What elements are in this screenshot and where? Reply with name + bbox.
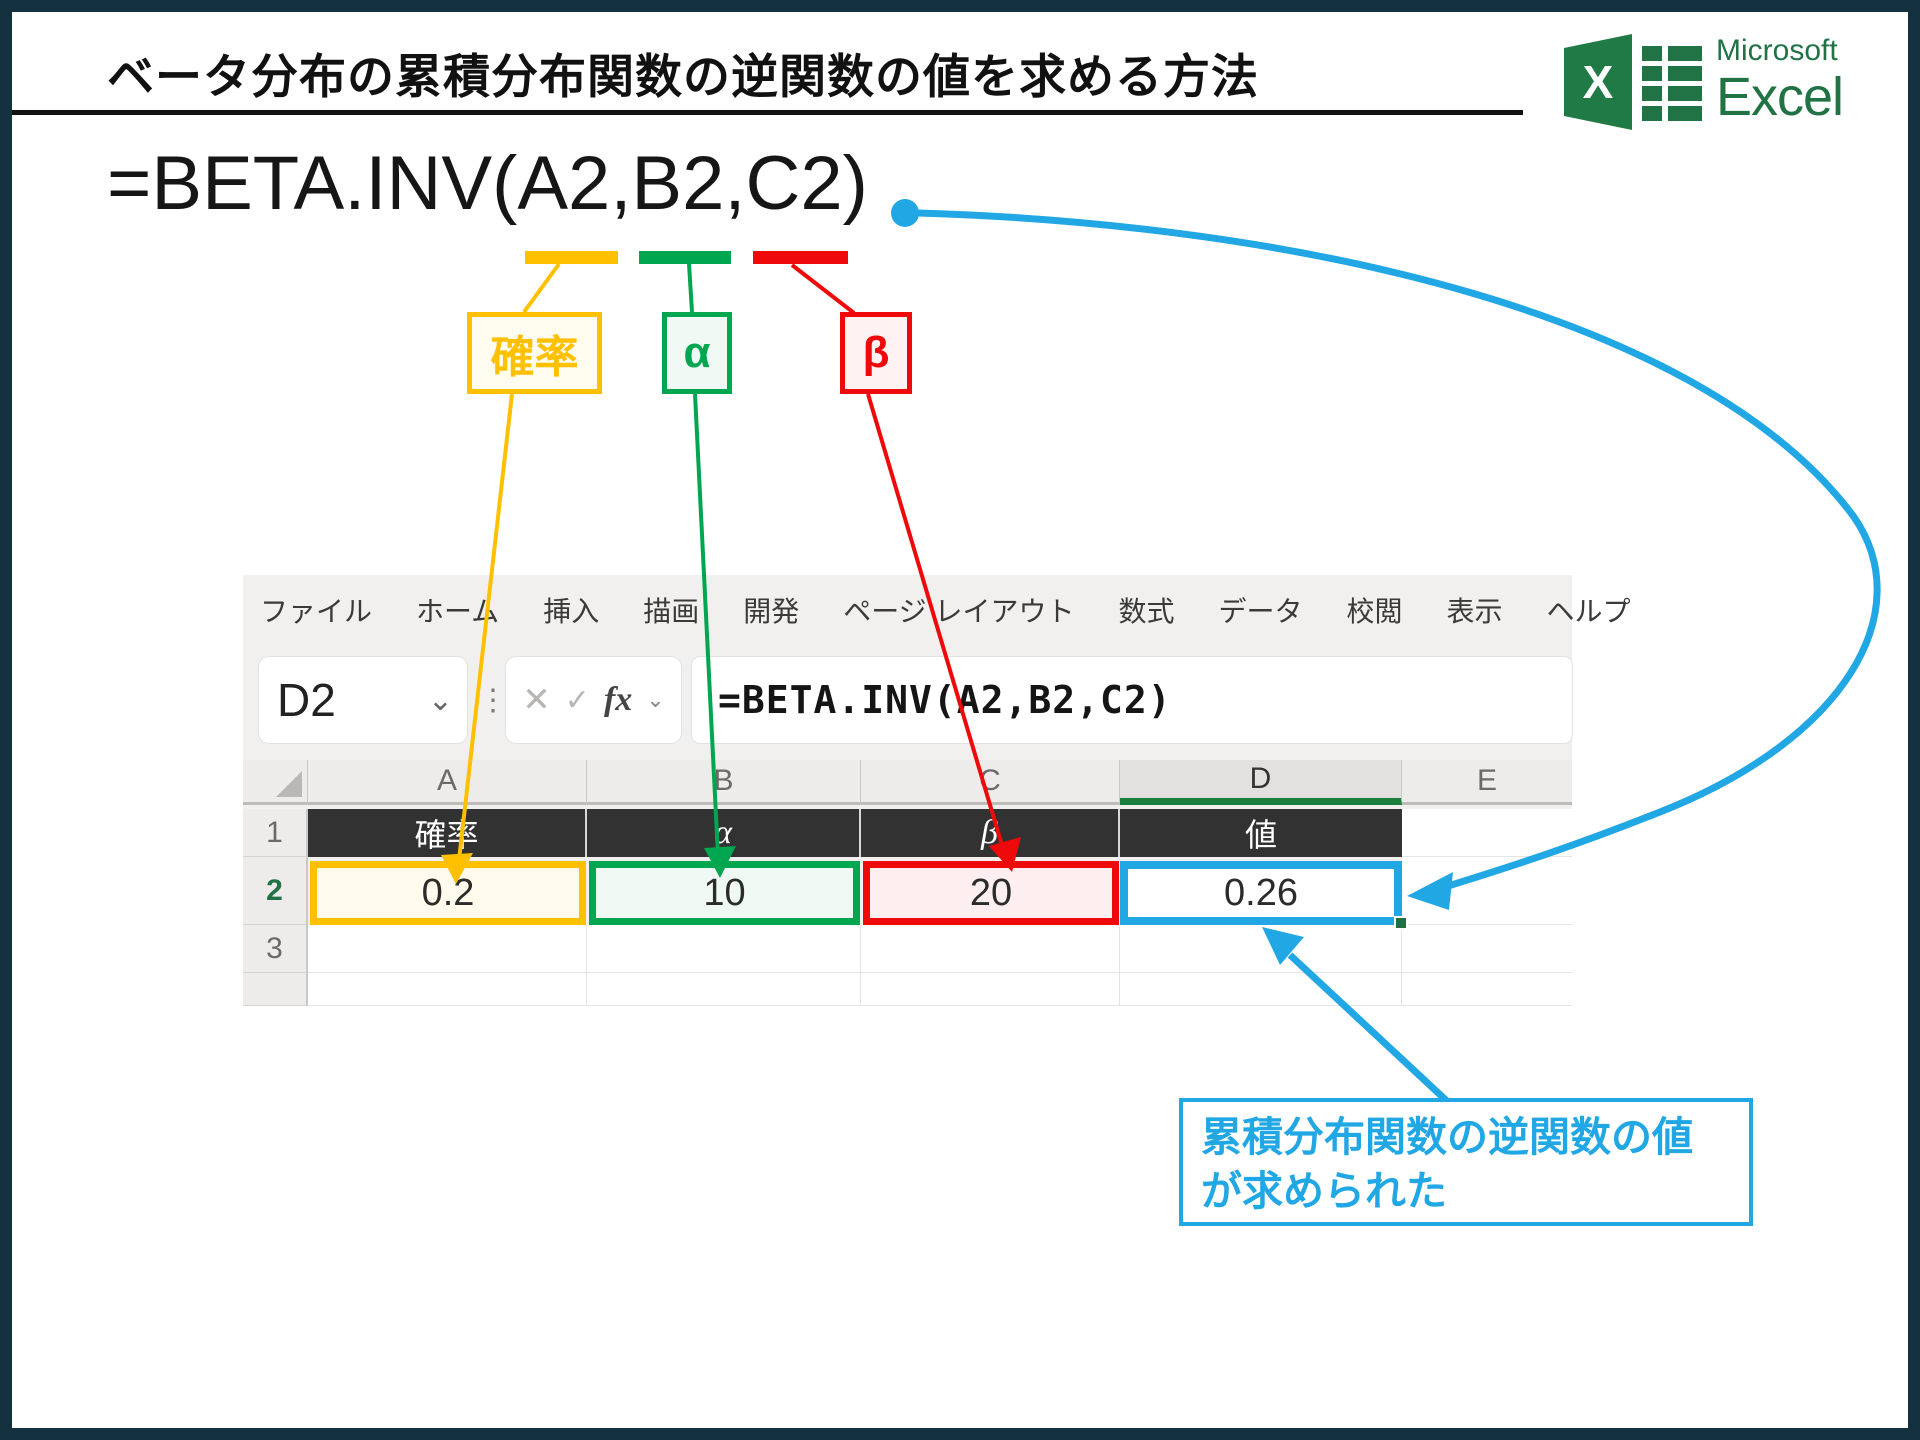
cell-a1[interactable]: 確率 [308, 809, 587, 857]
formula-bar-separator-dots-icon: ⋮ [478, 683, 508, 717]
cell-b4-partial[interactable] [587, 973, 861, 1006]
excel-logo: X Microsoft Excel [1564, 34, 1904, 134]
annotated-formula: =BETA.INV(A2,B2,C2) [107, 141, 868, 226]
title-underline [12, 110, 1523, 115]
callout-line2: が求められた [1201, 1168, 1447, 1215]
cell-b2[interactable]: 10 [589, 861, 860, 925]
cell-c4-partial[interactable] [861, 973, 1120, 1006]
underline-beta [753, 251, 848, 264]
logo-excel: Excel [1716, 67, 1844, 127]
tab-page-layout[interactable]: ページ レイアウト [843, 596, 1075, 627]
formula-bar-text: =BETA.INV(A2,B2,C2) [718, 678, 1172, 722]
label-alpha: α [662, 312, 732, 394]
logo-microsoft: Microsoft [1716, 34, 1838, 67]
chevron-down-icon: ⌄ [427, 683, 453, 717]
enter-icon[interactable]: ✓ [564, 683, 590, 717]
tab-insert[interactable]: 挿入 [543, 596, 600, 627]
tab-developer[interactable]: 開発 [743, 596, 800, 627]
cell-e1[interactable] [1402, 809, 1572, 857]
corner-triangle-icon [276, 771, 302, 797]
cell-b1[interactable]: α [587, 809, 861, 857]
row-header-4-partial[interactable] [243, 973, 308, 1006]
cell-d1[interactable]: 値 [1120, 809, 1402, 857]
excel-logo-icon: X [1564, 34, 1706, 130]
column-header-c[interactable]: C [861, 760, 1120, 805]
cell-c3[interactable] [861, 925, 1120, 973]
tab-home[interactable]: ホーム [416, 596, 500, 627]
cell-e2[interactable] [1402, 857, 1572, 925]
tab-data[interactable]: データ [1218, 596, 1303, 627]
result-callout: 累積分布関数の逆関数の値 が求められた [1179, 1098, 1753, 1226]
tab-file[interactable]: ファイル [260, 596, 373, 627]
excel-logo-text: Microsoft Excel [1716, 34, 1844, 127]
fill-handle[interactable] [1394, 916, 1408, 930]
cell-e3[interactable] [1402, 925, 1572, 973]
tab-formulas[interactable]: 数式 [1118, 596, 1175, 627]
tab-draw[interactable]: 描画 [643, 596, 700, 627]
underline-alpha [639, 251, 731, 264]
tab-view[interactable]: 表示 [1446, 596, 1503, 627]
cancel-icon[interactable]: ✕ [522, 681, 551, 719]
row-header-2[interactable]: 2 [243, 857, 308, 925]
tab-review[interactable]: 校閲 [1346, 596, 1403, 627]
cell-a2[interactable]: 0.2 [310, 861, 586, 925]
chevron-down-icon: ⌄ [646, 687, 665, 712]
cell-c2[interactable]: 20 [863, 861, 1119, 925]
insert-function-icon[interactable]: fx [603, 681, 633, 718]
column-header-b[interactable]: B [587, 760, 861, 805]
cell-e4-partial[interactable] [1402, 973, 1572, 1006]
select-all-corner[interactable] [243, 760, 308, 805]
excel-logo-x: X [1583, 56, 1614, 108]
column-header-a[interactable]: A [308, 760, 587, 805]
row-header-1[interactable]: 1 [243, 809, 308, 857]
label-beta: β [840, 312, 912, 394]
formula-bar-buttons: ✕ ✓ fx ⌄ [506, 657, 681, 743]
column-header-e[interactable]: E [1402, 760, 1572, 805]
row-header-3[interactable]: 3 [243, 925, 308, 973]
cell-d3[interactable] [1120, 925, 1402, 973]
name-box[interactable]: D2 ⌄ [259, 657, 467, 743]
callout-line1: 累積分布関数の逆関数の値 [1201, 1114, 1693, 1160]
tab-help[interactable]: ヘルプ [1546, 596, 1631, 627]
cell-b3[interactable] [587, 925, 861, 973]
cell-d4-partial[interactable] [1120, 973, 1402, 1006]
cell-d2[interactable]: 0.26 [1120, 861, 1402, 925]
column-header-d[interactable]: D [1120, 760, 1402, 805]
cell-a4-partial[interactable] [308, 973, 587, 1006]
cell-a3[interactable] [308, 925, 587, 973]
ribbon-tabs: ファイル ホーム 挿入 描画 開発 ページ レイアウト 数式 データ 校閲 表示… [260, 590, 1631, 630]
page-title: ベータ分布の累積分布関数の逆関数の値を求める方法 [107, 50, 1259, 103]
name-box-value: D2 [277, 674, 336, 726]
underline-probability [525, 251, 618, 264]
formula-bar-input[interactable]: =BETA.INV(A2,B2,C2) [692, 657, 1572, 743]
cell-c1[interactable]: β [861, 809, 1120, 857]
label-probability: 確率 [467, 312, 602, 394]
